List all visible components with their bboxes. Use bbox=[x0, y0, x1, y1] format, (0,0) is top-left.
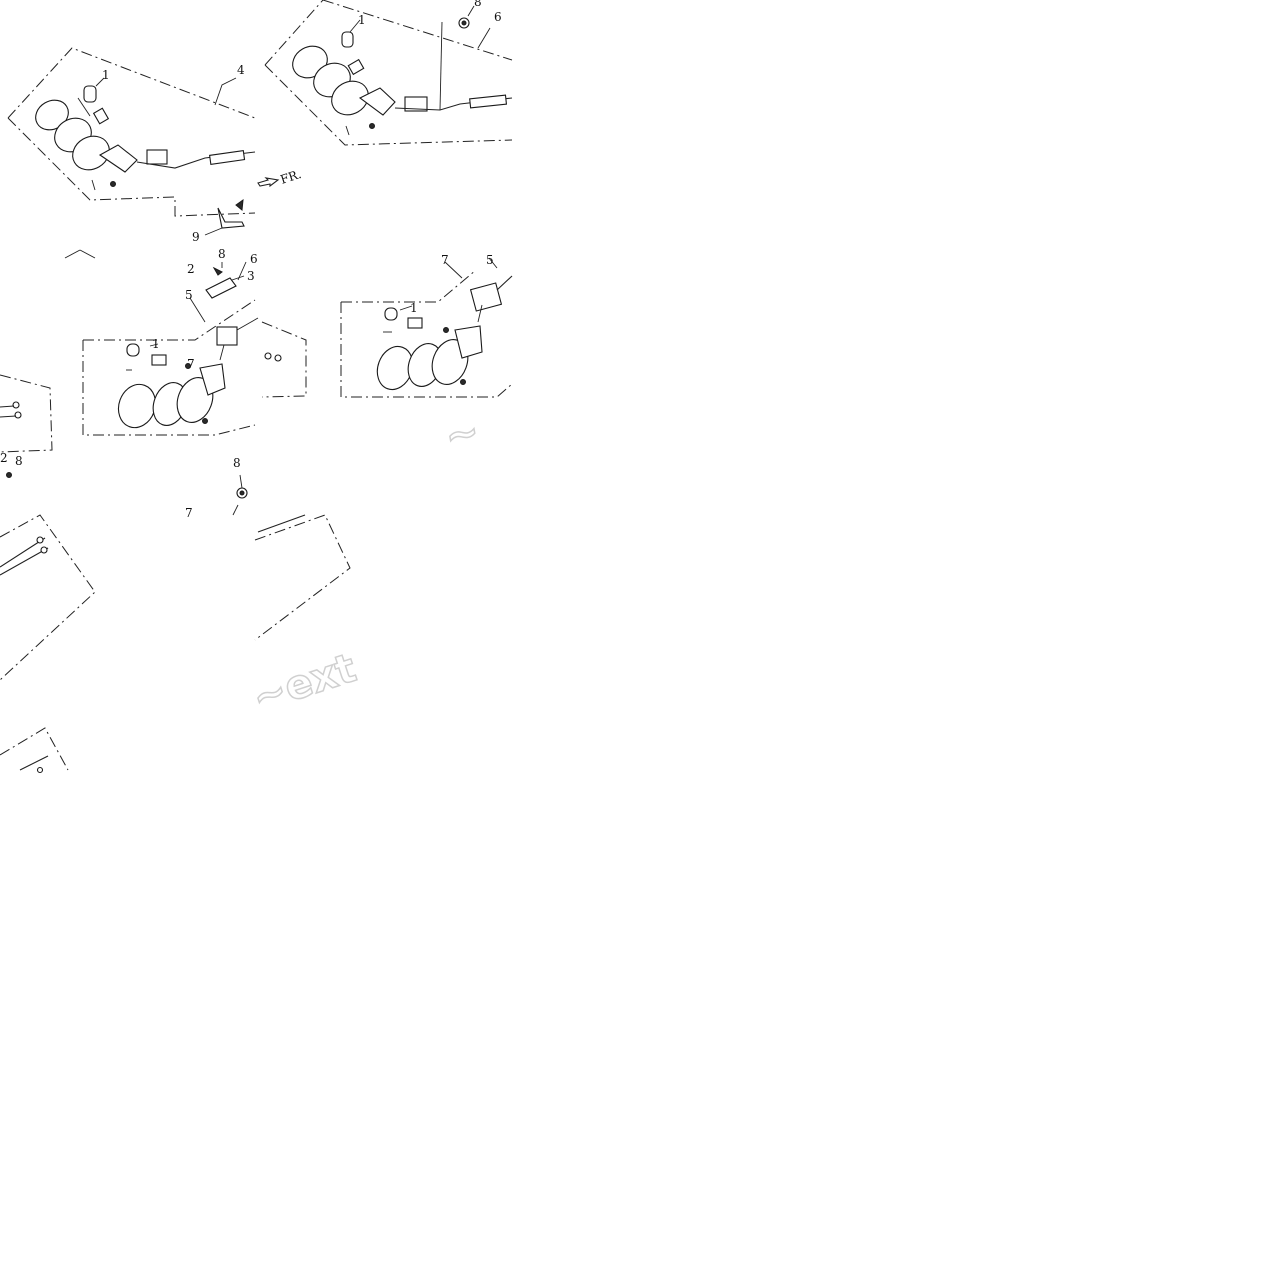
assembly-front-right-turn-signal bbox=[264, 0, 513, 146]
callout-4: 4 bbox=[237, 63, 245, 77]
callout-1-right: 1 bbox=[410, 301, 418, 315]
svg-text:~ext: ~ext bbox=[247, 645, 362, 721]
callout-5-right: 5 bbox=[486, 253, 494, 267]
callout-2-left: 2 bbox=[0, 451, 8, 465]
watermark: ~ ~ext bbox=[246, 408, 483, 722]
callout-3: 3 bbox=[247, 269, 255, 283]
callout-6: 6 bbox=[494, 10, 502, 24]
assembly-front-left-turn-signal bbox=[7, 47, 280, 236]
assembly-rear-left-turn-signal bbox=[82, 261, 307, 436]
assembly-rear-right-turn-signal bbox=[340, 257, 513, 398]
callout-8-top: 8 bbox=[474, 0, 482, 9]
callout-9: 9 bbox=[192, 230, 200, 244]
svg-text:~: ~ bbox=[442, 409, 483, 460]
callout-1-top-right: 1 bbox=[358, 13, 366, 27]
callout-5-mid: 5 bbox=[185, 288, 193, 302]
callout-7-mid: 7 bbox=[187, 357, 195, 371]
callout-7-right: 7 bbox=[441, 253, 449, 267]
assembly-lower-wiring bbox=[0, 474, 351, 774]
assembly-left-edge-fragment bbox=[0, 249, 96, 478]
callout-labels: 1 4 1 8 6 9 FR. 2 8 6 3 5 1 7 7 5 1 2 8 … bbox=[0, 0, 502, 520]
callout-8-mid: 8 bbox=[218, 247, 226, 261]
callout-1-mid: 1 bbox=[152, 337, 160, 351]
callout-1-top-left: 1 bbox=[102, 68, 110, 82]
callout-6-mid: 6 bbox=[250, 252, 258, 266]
direction-label: FR. bbox=[279, 167, 303, 187]
callout-8-left: 8 bbox=[15, 454, 23, 468]
callout-7-bottom: 7 bbox=[185, 506, 193, 520]
callout-2-mid: 2 bbox=[187, 262, 195, 276]
callout-8-bottom: 8 bbox=[233, 456, 241, 470]
